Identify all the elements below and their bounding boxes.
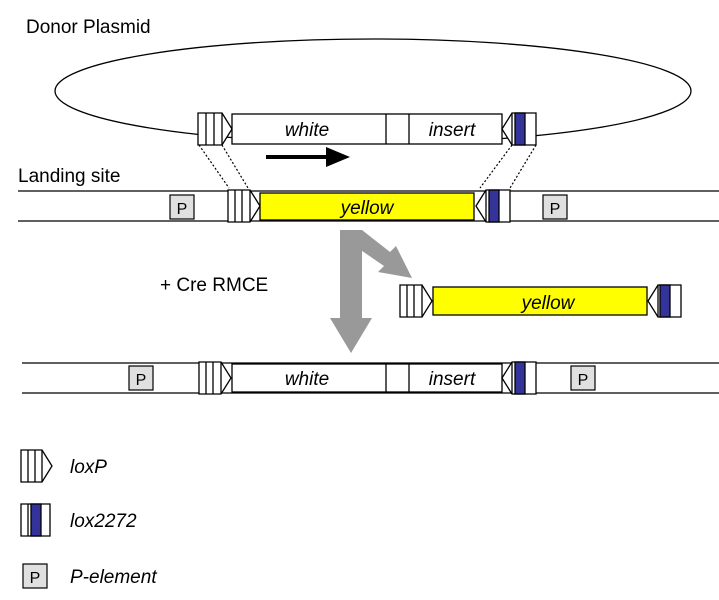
- plasmid-loxp-left: [197, 112, 233, 146]
- landing-p-element-right: P: [542, 194, 568, 220]
- svg-text:P: P: [177, 201, 188, 218]
- legend-p-element-label: P-element: [70, 567, 157, 588]
- result-white-gene: white: [285, 369, 329, 390]
- plasmid-white-gene: white: [285, 120, 329, 141]
- alignment-dotted-lines: [198, 144, 537, 189]
- landing-lox2272-right: [475, 189, 511, 223]
- svg-text:P: P: [578, 372, 589, 389]
- landing-yellow-gene-box: [259, 192, 475, 221]
- svg-text:P: P: [550, 201, 561, 218]
- cre-rmce-label: + Cre RMCE: [160, 275, 268, 296]
- excised-loxp-left: [399, 284, 433, 318]
- result-insert: insert: [429, 369, 476, 390]
- excised-lox2272-right: [647, 284, 682, 318]
- legend-lox2272-label: lox2272: [70, 511, 137, 532]
- result-white-insert-box: [231, 363, 503, 393]
- svg-text:P: P: [136, 372, 147, 389]
- transcription-direction-arrow: [266, 147, 350, 167]
- plasmid-white-insert-box: [231, 113, 503, 145]
- result-p-element-right: P: [570, 365, 596, 391]
- result-lox2272-right: [501, 361, 537, 395]
- legend: loxP lox2272 P P-element: [20, 449, 157, 589]
- result-p-element-left: P: [128, 365, 154, 391]
- rmce-arrow: [330, 230, 412, 353]
- excised-yellow-gene-box: [432, 286, 648, 316]
- result-chromosome: P white insert P: [22, 361, 719, 395]
- landing-yellow-gene: yellow: [339, 198, 395, 219]
- excised-yellow-gene: yellow: [520, 293, 576, 314]
- plasmid-cassette: white insert: [197, 112, 537, 146]
- landing-site-chromosome: P yellow P: [18, 189, 719, 223]
- legend-loxp-label: loxP: [70, 457, 107, 478]
- plasmid-lox2272-right: [501, 112, 537, 146]
- result-loxp-left: [198, 361, 232, 395]
- landing-site-label: Landing site: [18, 166, 120, 187]
- svg-text:P: P: [30, 570, 41, 587]
- landing-p-element-left: P: [169, 194, 195, 220]
- landing-loxp-left: [227, 189, 261, 223]
- legend-lox2272-icon: [20, 503, 51, 537]
- plasmid-insert: insert: [429, 120, 476, 141]
- legend-loxp-icon: [20, 449, 53, 483]
- legend-p-element-icon: P: [22, 563, 48, 589]
- donor-plasmid-label: Donor Plasmid: [26, 17, 151, 38]
- excised-cassette: yellow: [399, 284, 682, 318]
